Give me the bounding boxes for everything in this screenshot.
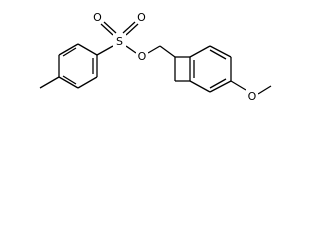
sulfonyl-oxygen-right-bonds — [122, 21, 139, 36]
ch2-cyclobutane-bond — [159, 45, 176, 58]
bond — [103, 21, 117, 34]
atom-oxygen-ester: O — [136, 49, 148, 63]
ester-oxygen-ch2-bond — [147, 45, 161, 54]
atom-label-sulfur: S — [116, 35, 123, 48]
bond — [189, 45, 211, 58]
sulfonyl-oxygen-left-bonds — [100, 21, 117, 36]
aromatic-double-bond — [209, 49, 227, 60]
bond — [125, 23, 139, 36]
bond — [58, 76, 79, 89]
atom-label-oxygen: O — [137, 11, 146, 24]
bond — [122, 21, 136, 34]
atom-oxygen-top-left: O — [93, 11, 102, 24]
methoxy-methyl-bond — [257, 85, 272, 95]
atom-sulfur: S — [113, 34, 126, 48]
atom-oxygen-methoxy: O — [246, 89, 258, 103]
bond — [77, 76, 98, 89]
bond — [209, 45, 232, 58]
cyclobutane-ring — [174, 56, 190, 82]
bond — [189, 80, 211, 93]
aromatic-double-bond — [62, 75, 77, 85]
ring-methoxy-oxygen-bond — [230, 80, 247, 91]
sulfur-ester-oxygen-bond — [125, 45, 137, 54]
ring-sulfur-bond — [96, 45, 114, 56]
bond — [209, 80, 232, 93]
atom-oxygen-top-right: O — [137, 11, 146, 24]
methyl-bond — [39, 76, 60, 89]
bond — [100, 23, 114, 36]
bond — [77, 43, 98, 56]
molecule-structure: S O O O O — [39, 11, 272, 103]
aromatic-double-bond — [62, 47, 77, 57]
atom-label-oxygen: O — [138, 50, 147, 63]
atom-label-oxygen: O — [93, 11, 102, 24]
aromatic-double-bond — [209, 78, 227, 89]
tolyl-ring — [58, 43, 98, 89]
atom-label-oxygen: O — [248, 90, 257, 103]
bond — [58, 43, 79, 56]
benzene-ring — [189, 45, 232, 93]
